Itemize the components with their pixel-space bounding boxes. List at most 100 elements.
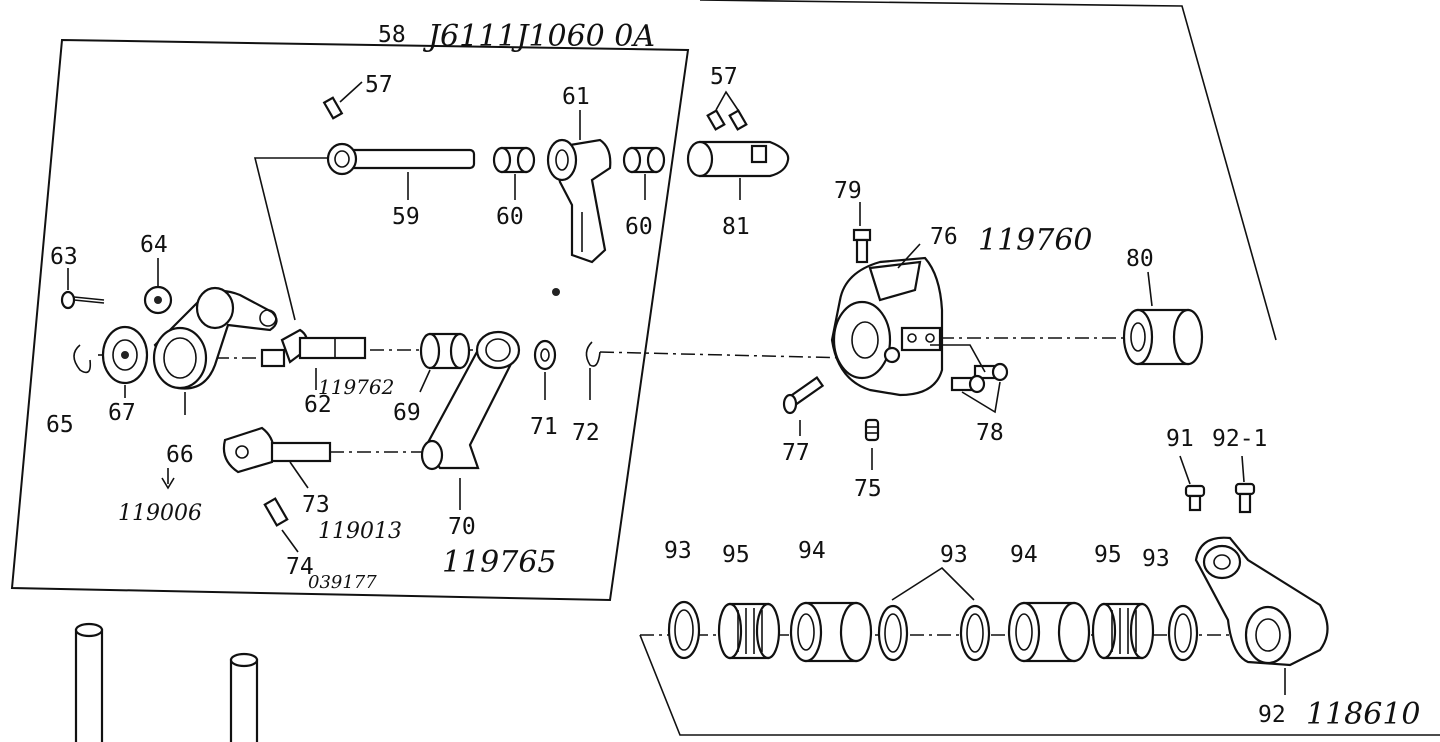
ring-93-4 <box>1167 604 1199 662</box>
label-61: 61 <box>562 84 590 110</box>
label-95-b: 95 <box>1094 542 1122 568</box>
screw-74 <box>263 497 289 527</box>
label-66: 66 <box>166 442 194 468</box>
label-92-1: 92-1 <box>1212 426 1267 452</box>
label-59: 59 <box>392 204 420 230</box>
leader-80 <box>1147 271 1153 307</box>
label-93-a: 93 <box>664 538 692 564</box>
screw-92-1 <box>1234 482 1256 514</box>
tube-left <box>74 622 104 742</box>
leader-78 <box>961 381 1001 414</box>
leader-93-pair <box>891 566 975 601</box>
connecting-arm-70 <box>420 330 521 471</box>
clip-65 <box>73 344 92 374</box>
screw-91 <box>1184 484 1206 512</box>
label-57-pair: 57 <box>710 64 738 90</box>
housing-76 <box>830 256 944 397</box>
upper-right-frame-line <box>699 0 1277 341</box>
bush-94-1 <box>789 601 873 663</box>
label-80: 80 <box>1126 246 1154 272</box>
handwritten-92-code: 118610 <box>1306 697 1421 732</box>
label-93-c: 93 <box>1142 546 1170 572</box>
label-60-right: 60 <box>625 214 653 240</box>
leader-92-1 <box>1241 455 1245 483</box>
eccentric-66 <box>152 286 278 390</box>
handwritten-62-code: 119762 <box>318 375 394 399</box>
pin-73 <box>222 426 332 474</box>
label-81: 81 <box>722 214 750 240</box>
label-76: 76 <box>930 224 958 250</box>
label-91: 91 <box>1166 426 1194 452</box>
label-75: 75 <box>854 476 882 502</box>
label-93-b: 93 <box>940 542 968 568</box>
screw-57-left <box>322 96 344 120</box>
label-94-a: 94 <box>798 538 826 564</box>
nut-64 <box>143 285 173 315</box>
leader-69 <box>419 369 431 393</box>
dot-mark <box>552 288 560 296</box>
subassembly-frame <box>10 38 690 602</box>
label-63: 63 <box>50 244 78 270</box>
axis-line-72-76 <box>599 351 851 359</box>
leader-59-64 <box>253 157 330 321</box>
label-94-b: 94 <box>1010 542 1038 568</box>
screw-57-pair <box>706 109 748 131</box>
label-62: 62 <box>304 392 332 418</box>
screw-63 <box>60 290 105 310</box>
bush-69 <box>419 332 471 370</box>
label-95-a: 95 <box>722 542 750 568</box>
sleeve-80 <box>1122 308 1204 366</box>
needle-bearing-95-2 <box>1091 602 1155 660</box>
label-64: 64 <box>140 232 168 258</box>
label-67: 67 <box>108 400 136 426</box>
needle-bearing-95-1 <box>717 602 781 660</box>
handwritten-74-code: 039177 <box>308 572 377 593</box>
leader-73 <box>289 461 309 489</box>
ring-93-3 <box>959 604 991 662</box>
label-79: 79 <box>834 178 862 204</box>
label-77: 77 <box>782 440 810 466</box>
crank-arm-92 <box>1194 536 1329 667</box>
fork-arm-61 <box>546 138 612 264</box>
handwritten-70-code: 119765 <box>442 545 557 580</box>
handwritten-76-code: 119760 <box>978 223 1093 258</box>
leader-57 <box>339 81 363 103</box>
arrowhead-66 <box>161 477 175 490</box>
ring-93-1 <box>667 600 701 660</box>
leader-74 <box>281 529 299 553</box>
label-72: 72 <box>572 420 600 446</box>
crank-pin-62 <box>260 328 367 368</box>
bush-94-2 <box>1007 601 1091 663</box>
collar-60-left <box>492 146 536 174</box>
clip-72 <box>585 341 601 367</box>
handwritten-73-code: 119013 <box>318 519 402 544</box>
screw-77 <box>782 376 825 415</box>
label-74: 74 <box>286 554 314 580</box>
screw-79 <box>852 228 872 264</box>
label-78: 78 <box>976 420 1004 446</box>
washer-71 <box>533 339 557 371</box>
label-58: 58 <box>378 22 406 48</box>
label-65: 65 <box>46 412 74 438</box>
label-73: 73 <box>302 492 330 518</box>
setscrew-75 <box>864 418 880 442</box>
screws-78 <box>930 344 1009 394</box>
bearing-67 <box>101 325 149 385</box>
handwritten-66-code: 119006 <box>118 501 202 526</box>
label-70: 70 <box>448 514 476 540</box>
leader-91 <box>1179 455 1191 485</box>
leader-57-pair <box>715 90 739 111</box>
lower-bearing-frame-line <box>639 634 1440 736</box>
handwritten-58-code: J6111J1060 0A <box>422 19 655 54</box>
shaft-59 <box>326 142 476 176</box>
clamp-81 <box>686 140 790 178</box>
label-69: 69 <box>393 400 421 426</box>
leader-76 <box>897 243 921 269</box>
label-71: 71 <box>530 414 558 440</box>
label-60-left: 60 <box>496 204 524 230</box>
label-92: 92 <box>1258 702 1286 728</box>
collar-60-right <box>622 146 666 174</box>
ring-93-2 <box>877 604 909 662</box>
label-57: 57 <box>365 72 393 98</box>
